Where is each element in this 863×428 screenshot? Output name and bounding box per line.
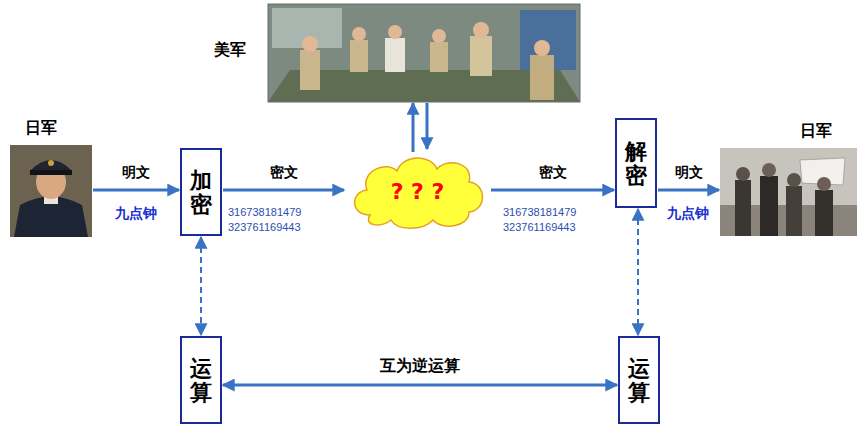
cap-badge (48, 160, 54, 166)
figure (735, 180, 751, 236)
figure-head (817, 177, 831, 191)
photo-frame: 美军 (268, 4, 580, 102)
photo-frame: 日军 (10, 145, 92, 237)
cloud-shape: ? ? ? (345, 150, 490, 232)
japanese-officers-photo (720, 148, 857, 236)
photo-frame-line (268, 4, 580, 102)
operation-box: 运算 (618, 336, 660, 424)
photo-frame: 日军 (720, 148, 857, 236)
flow-arrow (223, 189, 344, 192)
box-label: 运算 (628, 356, 650, 404)
figure (760, 176, 778, 236)
encrypt-box: 加密 (180, 148, 222, 236)
figure (300, 50, 320, 90)
photo-ground (720, 148, 857, 236)
figure-head (473, 22, 489, 38)
figure-head (352, 27, 366, 41)
figure (815, 190, 833, 236)
box-label: 运算 (190, 356, 212, 404)
flow-arrow (491, 189, 614, 192)
box-label: 加密 (190, 168, 212, 216)
us-command-photo (268, 4, 580, 102)
flow-arrow (412, 103, 415, 152)
flow-arrow (223, 384, 617, 387)
figure-head (302, 36, 318, 52)
cipher-number: 323761169443 (228, 221, 301, 233)
time-label: 九点钟 (115, 205, 157, 223)
cipher-number: 323761169443 (503, 221, 576, 233)
dashed-arrow (200, 237, 202, 335)
figure-head (787, 173, 801, 187)
flow-arrow (93, 189, 179, 192)
edge-label: 密文 (270, 164, 298, 182)
edge-label: 互为逆运算 (380, 356, 460, 377)
figure-head (762, 163, 776, 177)
figure (786, 186, 802, 236)
edge-label: 密文 (539, 164, 567, 182)
dashed-arrow (637, 209, 639, 335)
cloud-text: ? ? ? (391, 179, 445, 204)
photo-heading: 日军 (25, 118, 57, 139)
cloud-body (355, 158, 483, 228)
time-label: 九点钟 (667, 205, 709, 223)
operation-box: 运算 (180, 336, 222, 424)
cipher-number: 316738181479 (228, 206, 301, 218)
admiral-photo (10, 145, 92, 237)
photo-heading: 美军 (214, 40, 246, 61)
figure (385, 38, 405, 72)
figure-head (534, 40, 550, 56)
photo-ground (10, 145, 92, 237)
photo-ground (268, 4, 580, 102)
figure-head (388, 25, 402, 39)
flow-arrow (658, 189, 719, 192)
photo-heading: 日军 (800, 121, 832, 142)
figure (350, 40, 368, 72)
decrypt-box: 解密 (615, 118, 657, 208)
figure-head (736, 167, 750, 181)
cipher-number: 316738181479 (503, 206, 576, 218)
figure (430, 42, 448, 72)
edge-label: 明文 (122, 164, 150, 182)
flow-arrow (426, 103, 429, 149)
figure (470, 36, 492, 76)
edge-label: 明文 (675, 164, 703, 182)
figure-head (432, 29, 446, 43)
box-label: 解密 (625, 139, 647, 187)
cap-visor (30, 170, 72, 175)
figure (530, 55, 554, 100)
